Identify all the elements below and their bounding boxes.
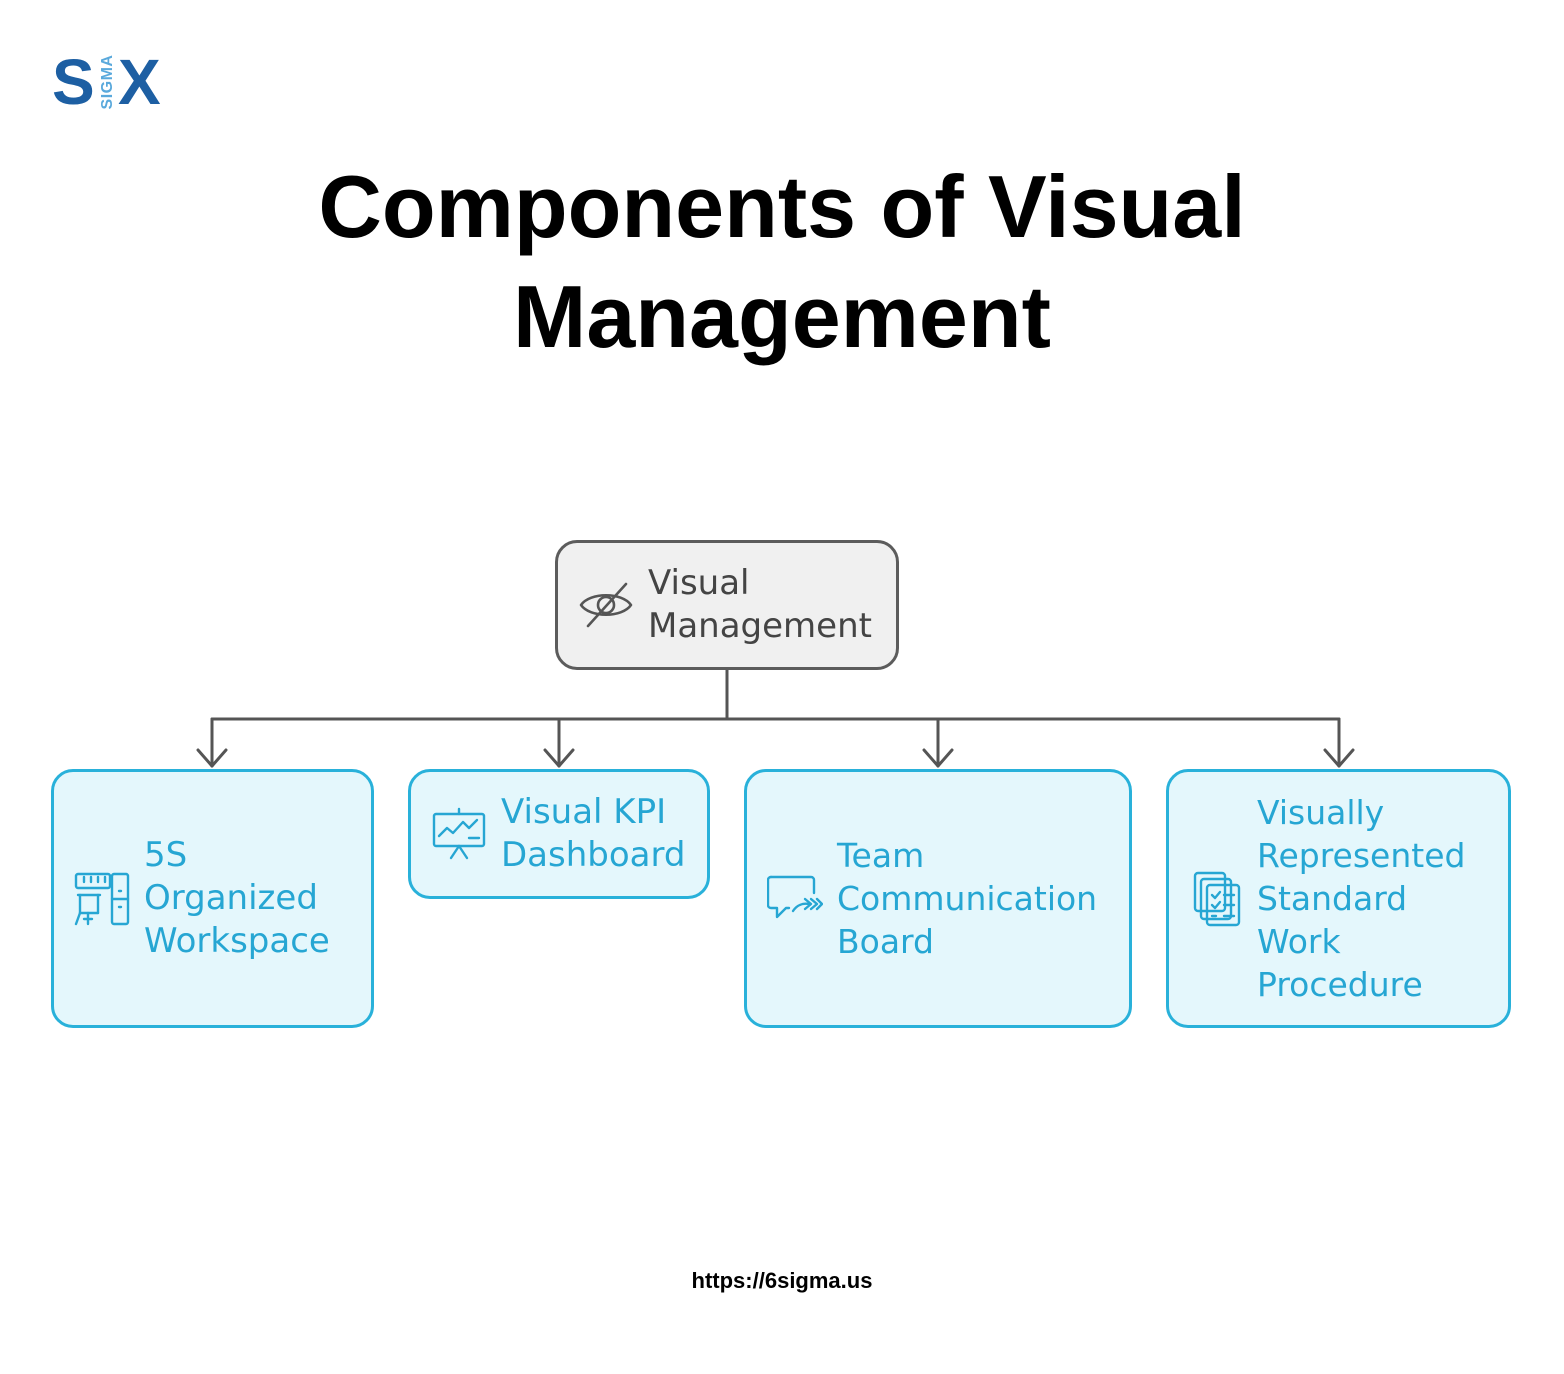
page-title: Components of Visual Management xyxy=(318,157,1246,366)
arrowhead-5s xyxy=(196,748,228,768)
logo-letter-s: S xyxy=(52,46,95,118)
node-label: Visually Represented Standard Work Proce… xyxy=(1257,793,1466,1004)
sixsigma-logo: S SIGMA X xyxy=(52,46,164,118)
logo-letter-x: X xyxy=(118,46,161,118)
node-visual-kpi-dashboard: Visual KPI Dashboard xyxy=(408,769,710,899)
node-label: Visual Management xyxy=(648,563,872,646)
footer-url: https://6sigma.us xyxy=(691,1268,873,1293)
node-standard-work-procedure: Visually Represented Standard Work Proce… xyxy=(1166,769,1511,1028)
arrowhead-swp xyxy=(1323,748,1355,768)
node-5s-organized-workspace: 5S Organized Workspace xyxy=(51,769,374,1028)
arrowhead-team xyxy=(922,748,954,768)
dashboard-presentation-icon xyxy=(431,806,487,862)
organized-workspace-icon xyxy=(74,871,130,927)
node-label: Visual KPI Dashboard xyxy=(501,792,686,875)
arrowhead-kpi xyxy=(543,748,575,768)
node-visual-management: Visual Management xyxy=(555,540,899,670)
node-team-communication-board: Team Communication Board xyxy=(744,769,1132,1028)
eye-slash-icon xyxy=(578,580,634,630)
chat-communication-icon xyxy=(767,871,823,927)
node-label: 5S Organized Workspace xyxy=(144,835,330,961)
checklist-documents-icon xyxy=(1193,871,1243,927)
node-label: Team Communication Board xyxy=(837,836,1098,961)
